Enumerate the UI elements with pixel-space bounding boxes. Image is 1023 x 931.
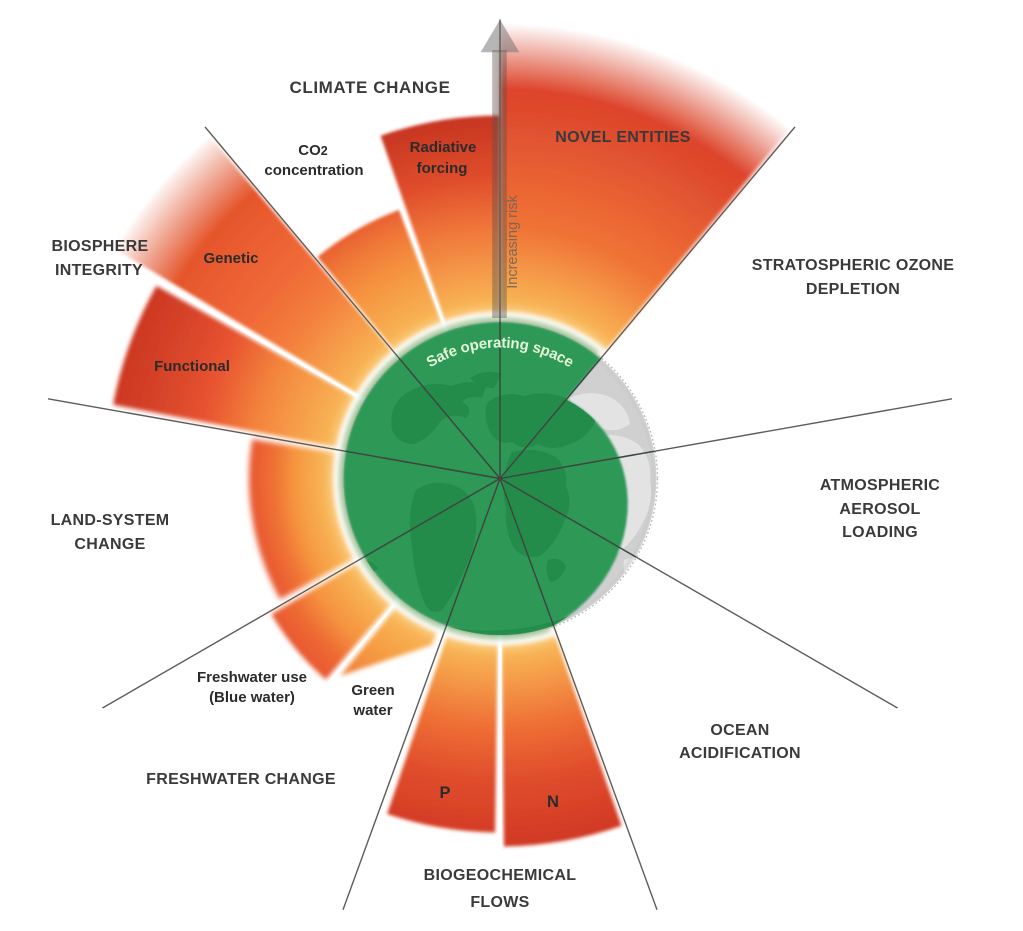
svg-text:STRATOSPHERIC OZONE: STRATOSPHERIC OZONE bbox=[752, 257, 954, 274]
svg-text:CHANGE: CHANGE bbox=[74, 536, 145, 553]
svg-text:forcing: forcing bbox=[417, 160, 468, 177]
svg-text:DEPLETION: DEPLETION bbox=[806, 281, 900, 298]
svg-text:Freshwater use: Freshwater use bbox=[197, 669, 307, 686]
svg-text:LOADING: LOADING bbox=[842, 524, 918, 541]
svg-text:ATMOSPHERIC: ATMOSPHERIC bbox=[820, 477, 940, 494]
svg-text:NOVEL ENTITIES: NOVEL ENTITIES bbox=[555, 129, 691, 146]
svg-text:Increasing risk: Increasing risk bbox=[505, 195, 521, 289]
svg-text:FRESHWATER CHANGE: FRESHWATER CHANGE bbox=[146, 771, 336, 788]
svg-text:OCEAN: OCEAN bbox=[710, 722, 769, 739]
svg-text:CLIMATE CHANGE: CLIMATE CHANGE bbox=[289, 78, 450, 97]
svg-text:ACIDIFICATION: ACIDIFICATION bbox=[679, 745, 801, 762]
svg-text:Genetic: Genetic bbox=[203, 250, 258, 267]
svg-text:BIOGEOCHEMICAL: BIOGEOCHEMICAL bbox=[424, 867, 577, 884]
svg-text:concentration: concentration bbox=[264, 162, 363, 179]
svg-text:AEROSOL: AEROSOL bbox=[839, 501, 920, 518]
svg-text:LAND-SYSTEM: LAND-SYSTEM bbox=[51, 512, 170, 529]
svg-text:Functional: Functional bbox=[154, 358, 230, 375]
svg-text:Green: Green bbox=[351, 682, 394, 699]
svg-text:N: N bbox=[547, 793, 559, 811]
svg-text:CO2: CO2 bbox=[298, 142, 328, 159]
svg-text:BIOSPHERE: BIOSPHERE bbox=[52, 238, 149, 255]
svg-text:(Blue water): (Blue water) bbox=[209, 689, 295, 706]
svg-text:INTEGRITY: INTEGRITY bbox=[55, 262, 143, 279]
svg-text:FLOWS: FLOWS bbox=[470, 894, 529, 911]
svg-text:Radiative: Radiative bbox=[410, 139, 477, 156]
svg-text:P: P bbox=[439, 784, 450, 802]
svg-text:water: water bbox=[352, 702, 392, 719]
